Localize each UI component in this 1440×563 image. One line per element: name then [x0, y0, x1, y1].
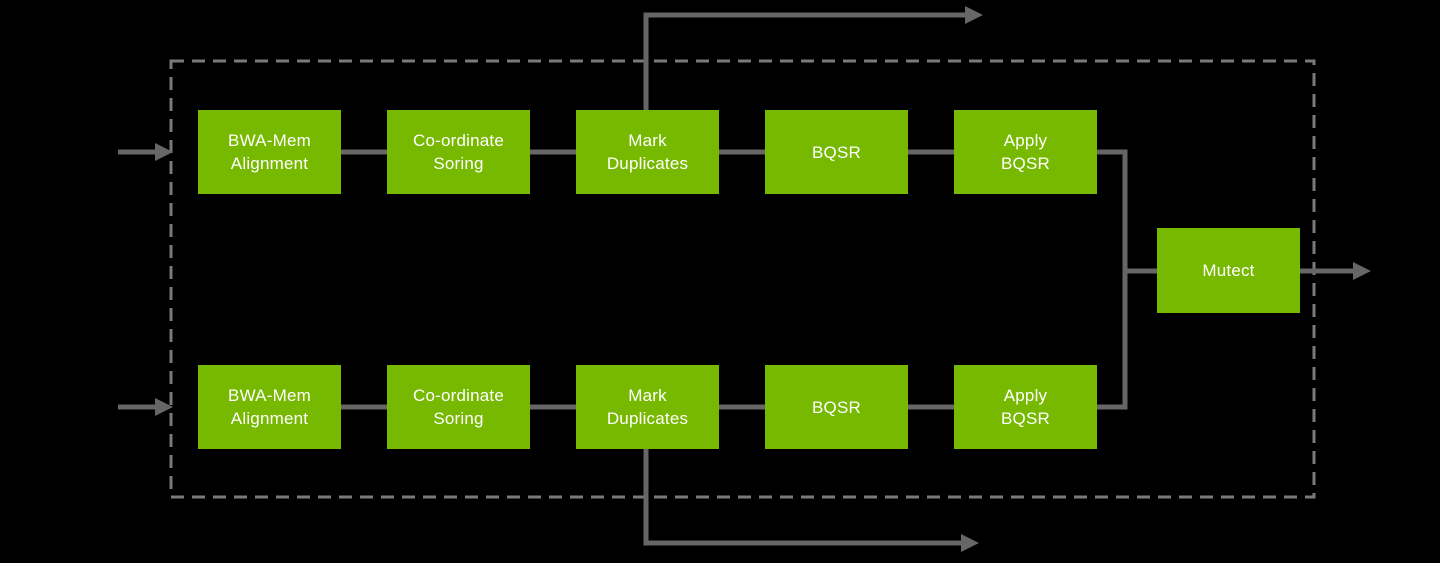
bypass-top-shaft	[643, 12, 965, 110]
node-bqsr-bottom: BQSR	[765, 365, 908, 449]
node-mutect: Mutect	[1157, 228, 1300, 313]
dashed-boundary	[169, 59, 1316, 499]
node-coordinate-sorting-top: Co-ordinate Soring	[387, 110, 530, 194]
output-arrowhead-icon	[1353, 262, 1371, 280]
arrowheads	[155, 6, 1371, 552]
node-bqsr-top: BQSR	[765, 110, 908, 194]
node-apply-bqsr-bottom: Apply BQSR	[954, 365, 1097, 449]
node-apply-bqsr-top: Apply BQSR	[954, 110, 1097, 194]
node-mark-duplicates-bottom: Mark Duplicates	[576, 365, 719, 449]
connector-lines	[118, 12, 1353, 546]
node-bwa-mem-alignment-bottom: BWA-Mem Alignment	[198, 365, 341, 449]
node-bwa-mem-alignment-top: BWA-Mem Alignment	[198, 110, 341, 194]
input-arrowhead-top-icon	[155, 143, 173, 161]
input-arrowhead-bottom-icon	[155, 398, 173, 416]
bypass-bottom-shaft	[643, 449, 961, 546]
merge-connector	[1097, 149, 1128, 410]
bypass-top-arrowhead-icon	[965, 6, 983, 24]
bypass-bottom-arrowhead-icon	[961, 534, 979, 552]
node-mark-duplicates-top: Mark Duplicates	[576, 110, 719, 194]
node-coordinate-sorting-bottom: Co-ordinate Soring	[387, 365, 530, 449]
